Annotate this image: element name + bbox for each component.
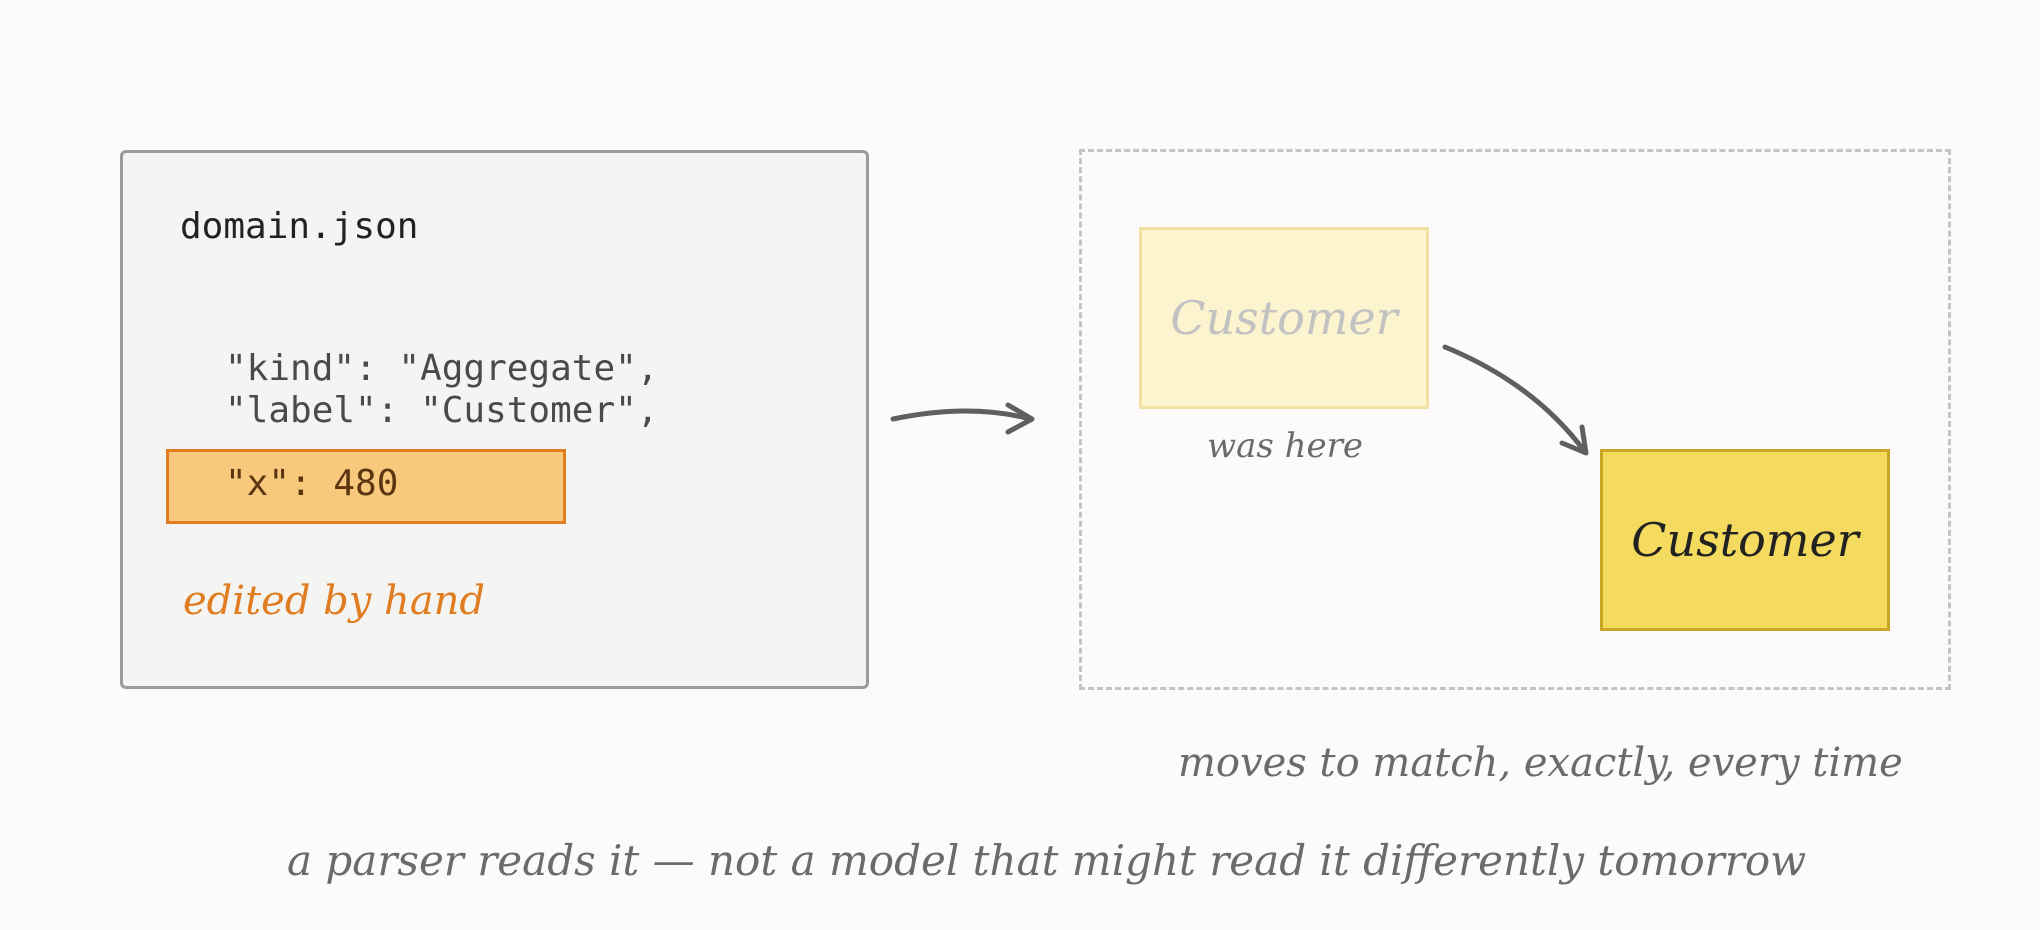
json-file-panel [120, 150, 869, 689]
moves-note: moves to match, exactly, every time [1178, 740, 1903, 786]
was-here-note: was here [1207, 426, 1364, 466]
code-line-x: "x": 480 [225, 463, 399, 504]
ghost-entity-label: Customer [1170, 291, 1398, 345]
caption: a parser reads it — not a model that mig… [287, 836, 1807, 885]
edited-by-hand-note: edited by hand [183, 578, 486, 624]
previous-position-box: Customer [1139, 227, 1429, 409]
canvas-frame [1079, 149, 1951, 690]
code-line-label: "label": "Customer", [225, 390, 659, 431]
file-name: domain.json [180, 206, 419, 247]
code-line-kind: "kind": "Aggregate", [225, 348, 659, 389]
customer-entity-box: Customer [1600, 449, 1890, 631]
highlighted-line-box [166, 449, 566, 524]
arrow-right-icon [890, 402, 1035, 435]
entity-label: Customer [1631, 513, 1859, 567]
